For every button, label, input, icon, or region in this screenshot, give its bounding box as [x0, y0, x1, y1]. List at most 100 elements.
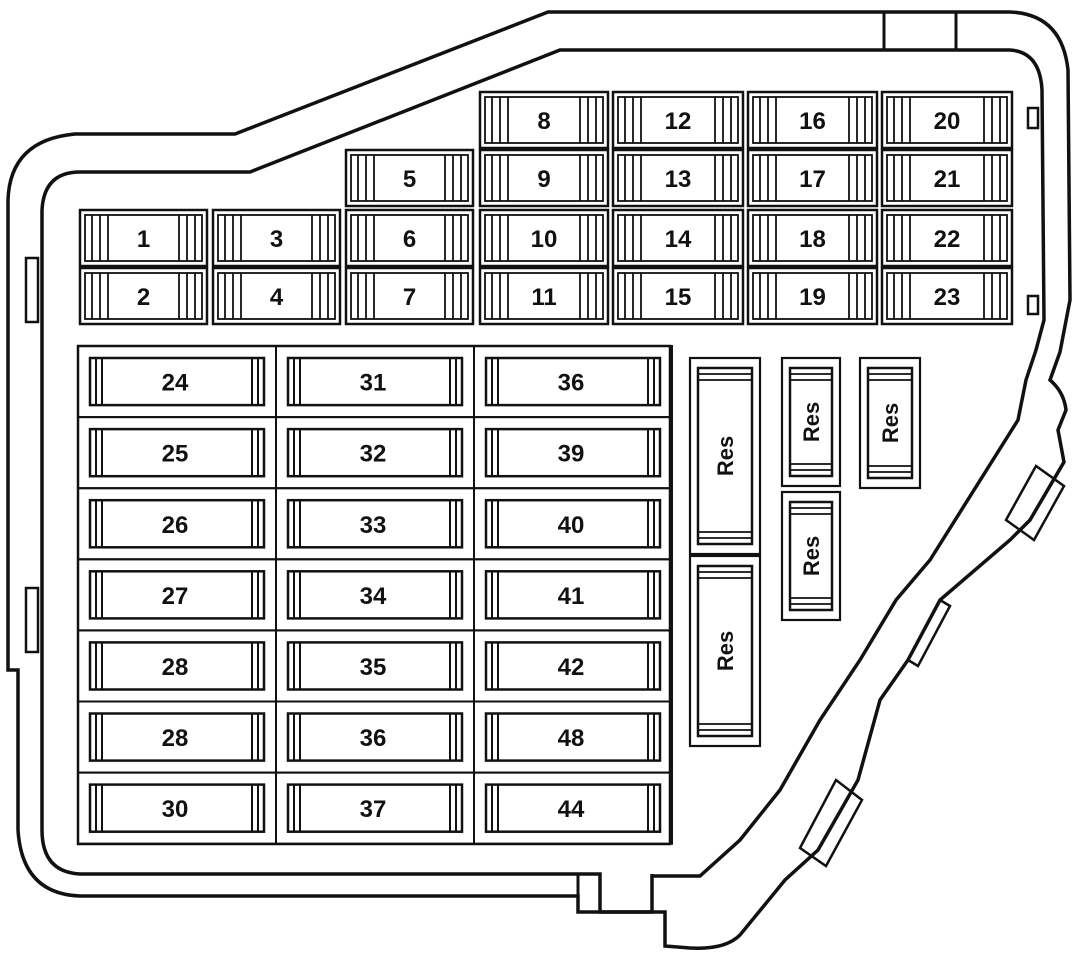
- fuse-slot-3: 3: [211, 208, 342, 268]
- fuse-label: 42: [558, 654, 585, 681]
- fuse-slot-30: 30: [77, 771, 277, 845]
- fuse-slot-27: 27: [77, 558, 277, 632]
- fuse-slot-11: 11: [478, 266, 610, 326]
- lower-fuse-block: 24 31 36 25 32 39 26 33 40 27 34 41 28 35 42 28 36 48 30 37…: [76, 344, 673, 846]
- fuse-label: 17: [799, 166, 826, 193]
- fuse-slot-22: 22: [880, 208, 1014, 268]
- fuse-label: 24: [162, 370, 189, 397]
- reserve-label: Res: [799, 536, 824, 576]
- fuse-slot-9: 9: [478, 148, 610, 208]
- fuse-label: 5: [403, 166, 416, 193]
- fuse-label: 31: [360, 370, 387, 397]
- fuse-slot-7: 7: [344, 266, 475, 326]
- fuse-slot-36: 36: [275, 700, 475, 774]
- right-clip-upper: [1026, 106, 1040, 130]
- fuse-slot-13: 13: [611, 148, 745, 208]
- fuse-label: 48: [558, 725, 585, 752]
- fuse-label: 36: [558, 370, 585, 397]
- reserve-slot-5: Res: [858, 356, 922, 490]
- right-clip-lower: [1026, 294, 1040, 316]
- reserve-slot-3: Res: [780, 356, 842, 488]
- fuse-slot-14: 14: [611, 208, 745, 268]
- reserve-label: Res: [713, 631, 738, 671]
- fuse-label: 7: [403, 284, 416, 311]
- fuse-label: 3: [270, 226, 283, 253]
- fuse-slot-1: 1: [78, 208, 209, 268]
- fuse-slot-39: 39: [473, 416, 673, 490]
- fuse-label: 23: [934, 284, 961, 311]
- reserve-slot-1: Res: [688, 356, 762, 556]
- fuse-label: 2: [137, 284, 150, 311]
- fuse-label: 37: [360, 796, 387, 823]
- fuse-slot-34: 34: [275, 558, 475, 632]
- fuse-label: 28: [162, 654, 189, 681]
- fuse-label: 15: [665, 284, 692, 311]
- fuse-label: 12: [665, 108, 692, 135]
- fuse-label: 27: [162, 583, 189, 610]
- fuse-slot-48: 48: [473, 700, 673, 774]
- fuse-label: 28: [162, 725, 189, 752]
- fuse-label: 30: [162, 796, 189, 823]
- fuse-label: 35: [360, 654, 387, 681]
- left-clip-upper: [24, 256, 40, 324]
- fuse-slot-19: 19: [746, 266, 879, 326]
- fuse-label: 1: [137, 226, 150, 253]
- fuse-label: 8: [537, 108, 550, 135]
- fuse-label: 25: [162, 441, 189, 468]
- fuse-slot-26: 26: [77, 487, 277, 561]
- fuse-label: 9: [537, 166, 550, 193]
- fuse-label: 41: [558, 583, 585, 610]
- fuse-slot-2: 2: [78, 266, 209, 326]
- fuse-label: 4: [270, 284, 284, 311]
- fuse-label: 44: [558, 796, 585, 823]
- fuse-slot-25: 25: [77, 416, 277, 490]
- fuse-label: 20: [934, 108, 961, 135]
- fuse-slot-17: 17: [746, 148, 879, 208]
- fuse-slot-5: 5: [344, 148, 475, 208]
- fuse-slot-16: 16: [746, 90, 879, 150]
- housing-inner-outline: [40, 48, 1046, 914]
- left-clip-lower: [24, 586, 40, 654]
- fuse-slot-44: 44: [473, 771, 673, 845]
- fuse-label: 10: [531, 226, 558, 253]
- fuse-label: 11: [531, 284, 556, 311]
- fuse-label: 19: [799, 284, 826, 311]
- fuse-label: 18: [799, 226, 826, 253]
- fuse-label: 6: [403, 226, 416, 253]
- fuse-label: 39: [558, 441, 585, 468]
- fuse-slot-28: 28: [77, 700, 277, 774]
- fuse-label: 22: [934, 226, 961, 253]
- fuse-label: 36: [360, 725, 387, 752]
- fuse-slot-32: 32: [275, 416, 475, 490]
- fuse-slot-36: 36: [473, 345, 673, 419]
- fuse-slot-10: 10: [478, 208, 610, 268]
- fuse-label: 40: [558, 512, 585, 539]
- reserve-label: Res: [878, 403, 903, 443]
- housing-outer-outline: [6, 10, 1072, 950]
- fuse-slot-23: 23: [880, 266, 1014, 326]
- reserve-label: Res: [799, 402, 824, 442]
- fuse-label: 32: [360, 441, 387, 468]
- right-step-notch: [907, 598, 952, 668]
- right-latch-lower: [798, 778, 864, 868]
- fuse-label: 34: [360, 583, 387, 610]
- fuse-label: 16: [799, 108, 826, 135]
- fuse-slot-12: 12: [611, 90, 745, 150]
- fuse-slot-41: 41: [473, 558, 673, 632]
- fuse-slot-42: 42: [473, 629, 673, 703]
- fuse-slot-15: 15: [611, 266, 745, 326]
- fuse-slot-24: 24: [77, 345, 277, 419]
- fuse-slot-20: 20: [880, 90, 1014, 150]
- reserve-slot-4: Res: [780, 490, 842, 622]
- fuse-slot-28: 28: [77, 629, 277, 703]
- bottom-mounting-tab: [576, 874, 654, 914]
- fuse-slot-6: 6: [344, 208, 475, 268]
- fuse-slot-4: 4: [211, 266, 342, 326]
- fuse-slot-21: 21: [880, 148, 1014, 208]
- top-mounting-tab: [882, 10, 958, 52]
- fuse-label: 33: [360, 512, 387, 539]
- fuse-label: 14: [665, 226, 692, 253]
